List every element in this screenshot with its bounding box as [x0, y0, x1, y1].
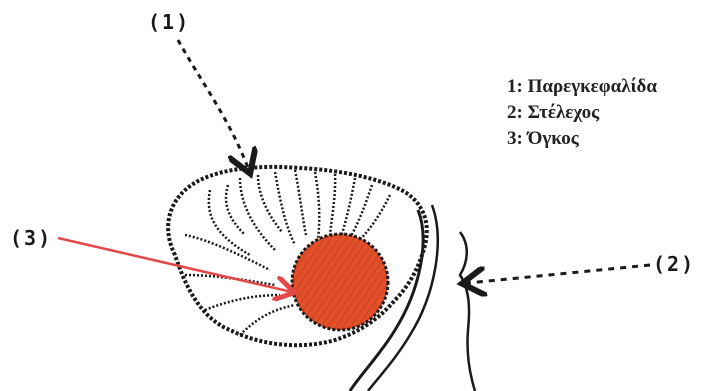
legend-item-tumor: 3: Όγκος: [507, 126, 657, 152]
legend-number: 1:: [507, 76, 523, 97]
legend-item-brainstem: 2: Στέλεχος: [507, 100, 657, 126]
arrow-2: [468, 265, 650, 283]
callout-3-label: (3): [10, 226, 52, 250]
legend-number: 3:: [507, 128, 523, 149]
callout-2-label: (2): [653, 252, 695, 276]
tumor: [292, 234, 388, 330]
legend-label: Στέλεχος: [528, 102, 600, 123]
arrow-1: [178, 40, 248, 168]
cerebellum: [168, 167, 427, 345]
callout-1-label: (1): [148, 10, 190, 34]
legend-item-cerebellum: 1: Παρεγκεφαλίδα: [507, 74, 657, 100]
legend-label: Όγκος: [528, 128, 579, 149]
legend-number: 2:: [507, 102, 523, 123]
legend: 1: Παρεγκεφαλίδα 2: Στέλεχος 3: Όγκος: [507, 74, 657, 152]
legend-label: Παρεγκεφαλίδα: [528, 76, 657, 97]
